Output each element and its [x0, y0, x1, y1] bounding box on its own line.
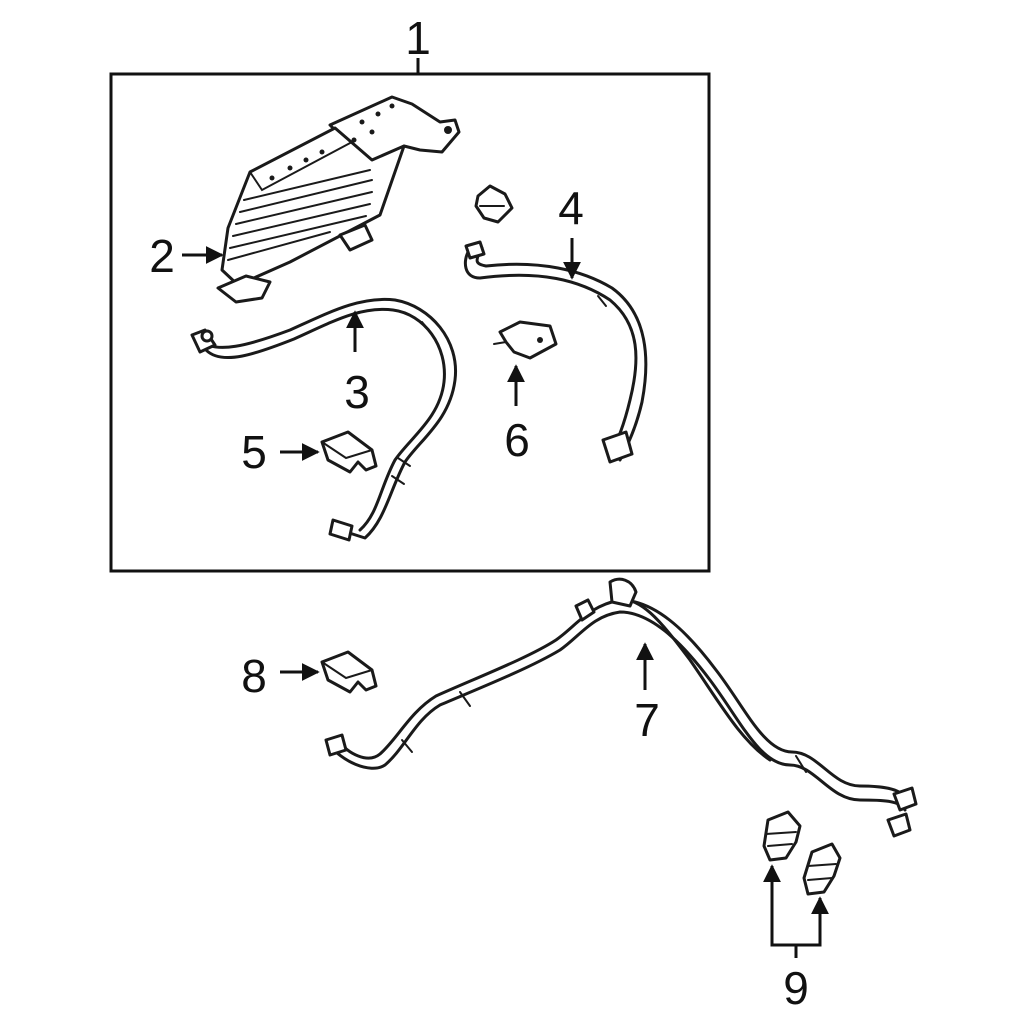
clip-4-top: [474, 184, 514, 224]
connector-9-right: [802, 842, 842, 896]
leaders: [182, 238, 829, 958]
tube-assembly-7: [324, 577, 918, 838]
callout-7: 7: [634, 694, 660, 746]
callout-3: 3: [344, 366, 370, 418]
oil-cooler: [216, 95, 461, 304]
callout-5: 5: [241, 426, 267, 478]
hose-4: [463, 240, 648, 464]
clip-8: [320, 650, 378, 694]
callout-8: 8: [241, 650, 267, 702]
hose-3: [190, 297, 458, 542]
callout-1: 1: [405, 12, 431, 64]
callout-9: 9: [783, 962, 809, 1014]
connector-9-left: [762, 810, 802, 862]
bracket-6: [493, 320, 558, 360]
callout-6: 6: [504, 414, 530, 466]
callout-4: 4: [558, 182, 584, 234]
callout-2: 2: [149, 230, 175, 282]
assembly-box: [109, 58, 711, 573]
clip-5: [320, 430, 378, 474]
